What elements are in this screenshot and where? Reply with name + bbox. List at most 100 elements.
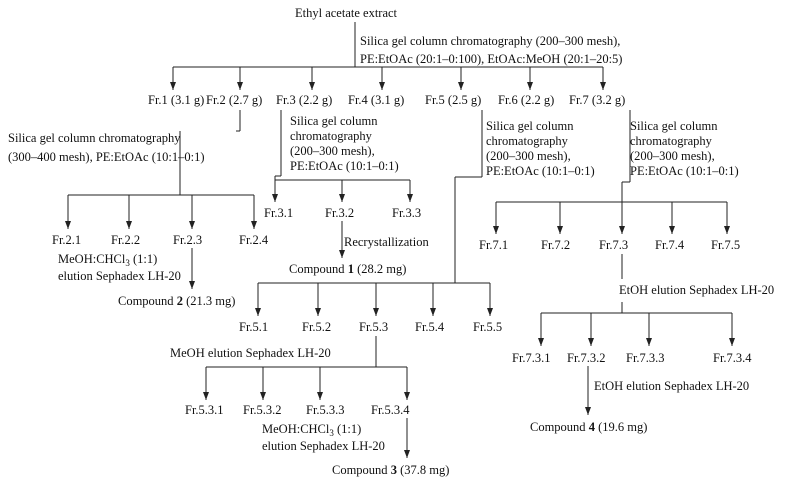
fraction-fr4: Fr.4 (3.1 g) [348, 93, 404, 107]
recrystallization-step: Recrystallization [344, 235, 429, 249]
connector-lines [67, 22, 733, 458]
fr534-sephadex-line2: elution Sephadex LH-20 [262, 439, 385, 453]
fraction-fr5-3: Fr.5.3 [359, 320, 388, 334]
compound-1: Compound 1 (28.2 mg) [289, 262, 406, 276]
arrowhead [379, 82, 385, 90]
arrowhead [404, 450, 410, 458]
step3-method-line1: Silica gel column [290, 114, 378, 128]
step5-method-line2: chromatography [630, 134, 713, 148]
arrowhead [430, 308, 436, 316]
fraction-fr5-3-2: Fr.5.3.2 [243, 403, 282, 417]
fraction-fr7-4: Fr.7.4 [655, 238, 685, 252]
step4-method-line2: chromatography [486, 134, 569, 148]
fraction-fr7-2: Fr.7.2 [541, 238, 570, 252]
arrowhead [189, 281, 195, 289]
fr73-sephadex: EtOH elution Sephadex LH-20 [619, 283, 774, 297]
arrowhead [458, 82, 464, 90]
fraction-fr2-1: Fr.2.1 [52, 233, 81, 247]
step3-method-line2: chromatography [290, 129, 373, 143]
arrowhead [669, 226, 675, 234]
fraction-fr5-3-1: Fr.5.3.1 [185, 403, 224, 417]
fr23-sephadex-line1: MeOH:CHCl3 (1:1) [58, 252, 157, 268]
step3-method-line4: PE:EtOAc (10:1–0:1) [290, 159, 399, 173]
compound-3: Compound 3 (37.8 mg) [332, 463, 449, 477]
fraction-fr7: Fr.7 (3.2 g) [569, 93, 625, 107]
fraction-fr1: Fr.1 (3.1 g) [148, 93, 204, 107]
arrowhead [538, 338, 544, 346]
arrowheads [65, 82, 735, 458]
arrowhead [487, 308, 493, 316]
arrowhead [373, 308, 379, 316]
step4-method-line3: (200–300 mesh), [486, 149, 571, 163]
fraction-fr3-2: Fr.3.2 [325, 206, 354, 220]
fraction-fr5-4: Fr.5.4 [415, 320, 445, 334]
arrowhead [404, 392, 410, 400]
step2-method-line1: Silica gel column chromatography [8, 131, 181, 145]
fraction-fr5-1: Fr.5.1 [239, 320, 268, 334]
arrowhead [493, 226, 499, 234]
fr732-sephadex: EtOH elution Sephadex LH-20 [594, 379, 749, 393]
step1-method-line1: Silica gel column chromatography (200–30… [360, 34, 620, 48]
root-node: Ethyl acetate extract [295, 6, 398, 20]
fraction-fr2-4: Fr.2.4 [239, 233, 269, 247]
arrowhead [557, 226, 563, 234]
fraction-fr7-3-4: Fr.7.3.4 [713, 351, 752, 365]
step3-method-line3: (200–300 mesh), [290, 144, 375, 158]
fraction-fr5-3-4: Fr.5.3.4 [371, 403, 410, 417]
fraction-fr7-3: Fr.7.3 [599, 238, 628, 252]
fraction-fr2-2: Fr.2.2 [111, 233, 140, 247]
arrowhead [309, 82, 315, 90]
fraction-fr6: Fr.6 (2.2 g) [498, 93, 554, 107]
step2-method-line2: (300–400 mesh), PE:EtOAc (10:1–0:1) [8, 150, 205, 164]
fr53-sephadex: MeOH elution Sephadex LH-20 [170, 346, 331, 360]
step1-method-line2: PE:EtOAc (20:1–0:100), EtOAc:MeOH (20:1–… [360, 52, 622, 66]
fraction-fr5-2: Fr.5.2 [302, 320, 331, 334]
step5-method-line3: (200–300 mesh), [630, 149, 715, 163]
fraction-fr3-1: Fr.3.1 [264, 206, 293, 220]
arrowhead [237, 82, 243, 90]
arrowhead [407, 194, 413, 202]
arrowhead [203, 392, 209, 400]
arrowhead [339, 250, 345, 258]
arrowhead [339, 194, 345, 202]
arrowhead [260, 392, 266, 400]
step5-method-line1: Silica gel column [630, 119, 718, 133]
arrowhead [619, 226, 625, 234]
arrowhead [729, 338, 735, 346]
fraction-fr2-3: Fr.2.3 [173, 233, 202, 247]
fraction-fr7-3-2: Fr.7.3.2 [567, 351, 606, 365]
arrowhead [272, 194, 278, 202]
fraction-fr2: Fr.2 (2.7 g) [206, 93, 262, 107]
fraction-fr5-3-3: Fr.5.3.3 [306, 403, 345, 417]
fraction-fr7-5: Fr.7.5 [711, 238, 740, 252]
arrowhead [527, 82, 533, 90]
arrowhead [588, 338, 594, 346]
compound-2: Compound 2 (21.3 mg) [118, 294, 235, 308]
arrowhead [126, 221, 132, 229]
fraction-fr5: Fr.5 (2.5 g) [425, 93, 481, 107]
step4-method-line4: PE:EtOAc (10:1–0:1) [486, 164, 595, 178]
fraction-fr7-3-1: Fr.7.3.1 [512, 351, 551, 365]
arrowhead [600, 82, 606, 90]
fraction-fr7-3-3: Fr.7.3.3 [626, 351, 665, 365]
arrowhead [170, 82, 176, 90]
arrowhead [646, 338, 652, 346]
arrowhead [315, 308, 321, 316]
fr534-sephadex-line1: MeOH:CHCl3 (1:1) [262, 422, 361, 438]
arrowhead [585, 407, 591, 415]
fraction-fr5-5: Fr.5.5 [473, 320, 502, 334]
fraction-fr7-1: Fr.7.1 [479, 238, 508, 252]
arrowhead [251, 221, 257, 229]
compound-4: Compound 4 (19.6 mg) [530, 420, 647, 434]
fraction-fr3-3: Fr.3.3 [392, 206, 421, 220]
arrowhead [65, 221, 71, 229]
arrowhead [724, 226, 730, 234]
arrowhead [255, 308, 261, 316]
fr23-sephadex-line2: elution Sephadex LH-20 [58, 269, 181, 283]
step5-method-line4: PE:EtOAc (10:1–0:1) [630, 164, 739, 178]
step4-method-line1: Silica gel column [486, 119, 574, 133]
arrowhead [189, 221, 195, 229]
fraction-fr3: Fr.3 (2.2 g) [276, 93, 332, 107]
arrowhead [317, 392, 323, 400]
